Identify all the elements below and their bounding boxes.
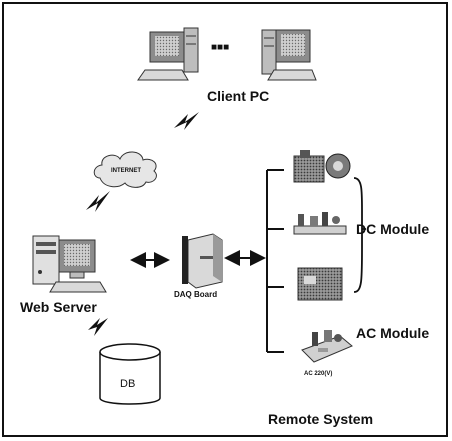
- web-server-computer-icon: [32, 235, 107, 293]
- ac-module-label: AC Module: [356, 325, 429, 341]
- lightning-icon-top: [174, 112, 199, 130]
- module-bus-bracket: [266, 169, 284, 353]
- internet-cloud-icon: INTERNET: [93, 151, 157, 188]
- lightning-icon-middle: [86, 191, 110, 212]
- client-computer-left-icon: [137, 27, 199, 81]
- dc-module-label: DC Module: [356, 221, 429, 237]
- remote-system-label: Remote System: [268, 411, 373, 427]
- db-label: DB: [120, 378, 135, 390]
- ac-module-icon: [301, 330, 353, 363]
- database-cylinder-icon: [99, 343, 161, 405]
- client-computer-right-icon: [261, 29, 317, 81]
- lightning-icon-bottom: [88, 318, 108, 336]
- ellipsis-indicator: ■■■: [211, 42, 229, 53]
- web-server-label: Web Server: [20, 299, 97, 315]
- daq-board-icon: [182, 233, 223, 289]
- internet-label: INTERNET: [111, 168, 141, 174]
- ac-voltage-label: AC 220(V): [304, 371, 332, 377]
- diagram-frame: [2, 2, 448, 437]
- dc-module-1-icon: [293, 150, 351, 183]
- ellipsis-text: ■■■: [211, 42, 229, 53]
- dc-module-2-icon: [293, 212, 347, 235]
- dc-module-3-icon: [297, 267, 343, 301]
- client-pc-label: Client PC: [207, 88, 269, 104]
- daq-board-label: DAQ Board: [174, 290, 217, 299]
- dc-module-brace: [353, 177, 366, 293]
